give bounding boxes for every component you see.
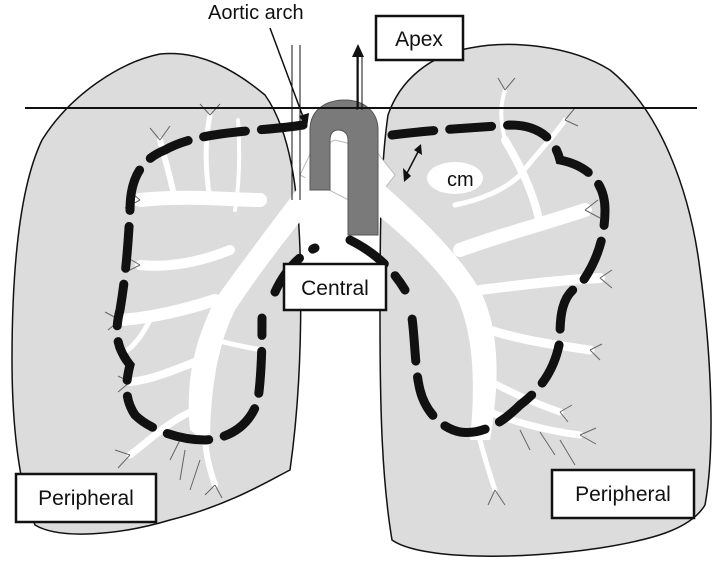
cm-arrowhead-top [414, 144, 422, 155]
apex-box [374, 14, 465, 62]
aortic-arch-pointer [269, 27, 306, 123]
cm-label: cm [447, 169, 474, 191]
right-fine-branches [487, 77, 613, 506]
cm-label-background [427, 162, 483, 194]
left-boundary [112, 120, 308, 445]
aortic-arch [309, 99, 379, 236]
right-boundary [387, 120, 610, 438]
apex-arrowhead [352, 44, 364, 57]
apex-label: Apex [395, 28, 443, 51]
left-lung [11, 52, 302, 535]
right-bronchial-tree [452, 88, 605, 493]
cm-arrowhead-bottom [403, 168, 411, 182]
right-central-curve [345, 235, 410, 295]
peripheral-left-box [14, 472, 158, 524]
central-label: Central [301, 277, 369, 300]
right-main-bronchus [325, 150, 497, 440]
aortic-arch-label: Aortic arch [208, 2, 304, 24]
peripheral-right-label: Peripheral [575, 483, 671, 506]
peripheral-left-label: Peripheral [38, 487, 134, 510]
peripheral-right-box [550, 468, 696, 520]
central-box [282, 262, 388, 312]
cm-double-arrow [404, 147, 421, 178]
